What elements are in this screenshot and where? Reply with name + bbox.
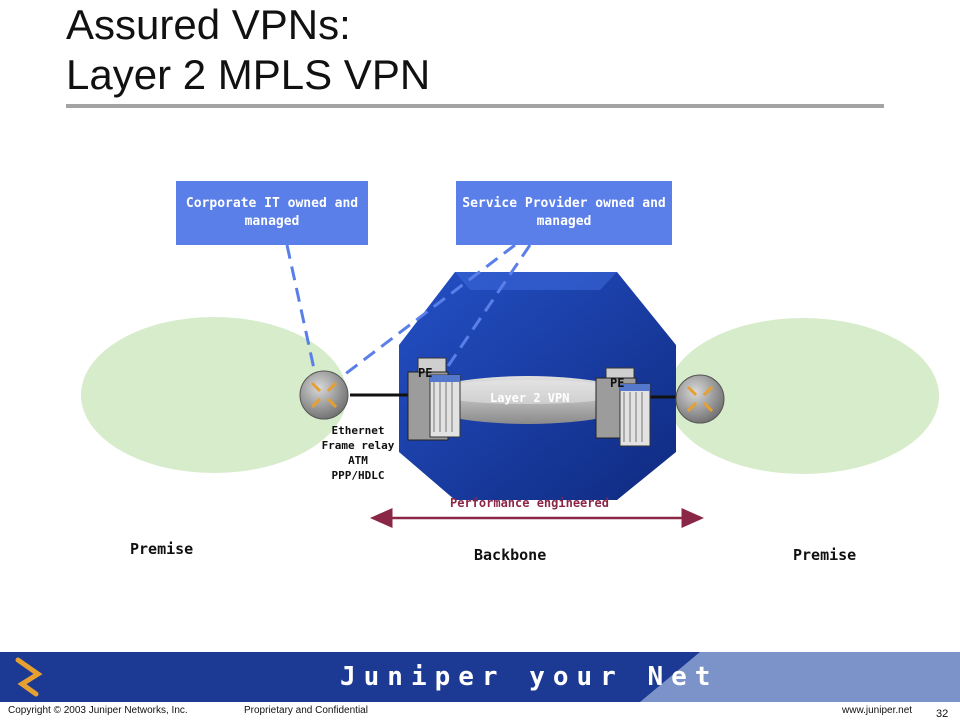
title-underline bbox=[66, 104, 884, 108]
router-arrows-icon bbox=[310, 381, 338, 409]
link-provider-to-pe bbox=[438, 244, 532, 379]
encapsulation-list: Ethernet Frame relay ATM PPP/HDLC bbox=[318, 423, 398, 483]
router-arrows-icon bbox=[686, 385, 714, 413]
link-corporate-to-ce bbox=[285, 244, 318, 379]
performance-label: Performance engineered bbox=[450, 496, 609, 510]
title-line-2: Layer 2 MPLS VPN bbox=[66, 51, 431, 98]
tunnel-rim bbox=[428, 380, 628, 404]
pe-label-left: PE bbox=[418, 366, 433, 380]
slide-title: Assured VPNs: Layer 2 MPLS VPN bbox=[66, 0, 430, 100]
ce-router-left bbox=[299, 370, 349, 420]
footer-confidential: Proprietary and Confidential bbox=[244, 705, 368, 716]
backbone-label: Backbone bbox=[474, 546, 547, 564]
juniper-logo-icon bbox=[15, 657, 43, 697]
tunnel-label: Layer 2 VPN bbox=[490, 391, 570, 405]
encap-ethernet: Ethernet bbox=[331, 424, 385, 437]
premise-left-label: Premise bbox=[130, 540, 194, 558]
footer-website: www.juniper.net bbox=[842, 705, 913, 716]
footer-brand: Juniper your Net bbox=[340, 662, 719, 692]
pe-router-right bbox=[595, 367, 651, 447]
callout-service-provider: Service Provider owned and managed bbox=[456, 181, 672, 245]
pe-router-left bbox=[407, 357, 461, 441]
premise-right-site bbox=[667, 318, 939, 474]
backbone-core-highlight bbox=[455, 272, 617, 290]
ce-router-right bbox=[675, 374, 725, 424]
page-number: 32 bbox=[936, 708, 949, 720]
encap-ppp-hdlc: PPP/HDLC bbox=[331, 469, 385, 482]
link-provider-to-ce bbox=[339, 243, 516, 380]
title-line-1: Assured VPNs: bbox=[66, 1, 351, 48]
pe-label-right: PE bbox=[610, 376, 625, 390]
callout-corporate-it: Corporate IT owned and managed bbox=[176, 181, 368, 245]
footer-copyright: Copyright © 2003 Juniper Networks, Inc. bbox=[8, 705, 188, 716]
encap-frame-relay: Frame relay bbox=[321, 439, 395, 452]
premise-left-site bbox=[81, 317, 347, 473]
premise-right-label: Premise bbox=[793, 546, 857, 564]
encap-atm: ATM bbox=[348, 454, 368, 467]
footer-banner bbox=[0, 652, 960, 720]
